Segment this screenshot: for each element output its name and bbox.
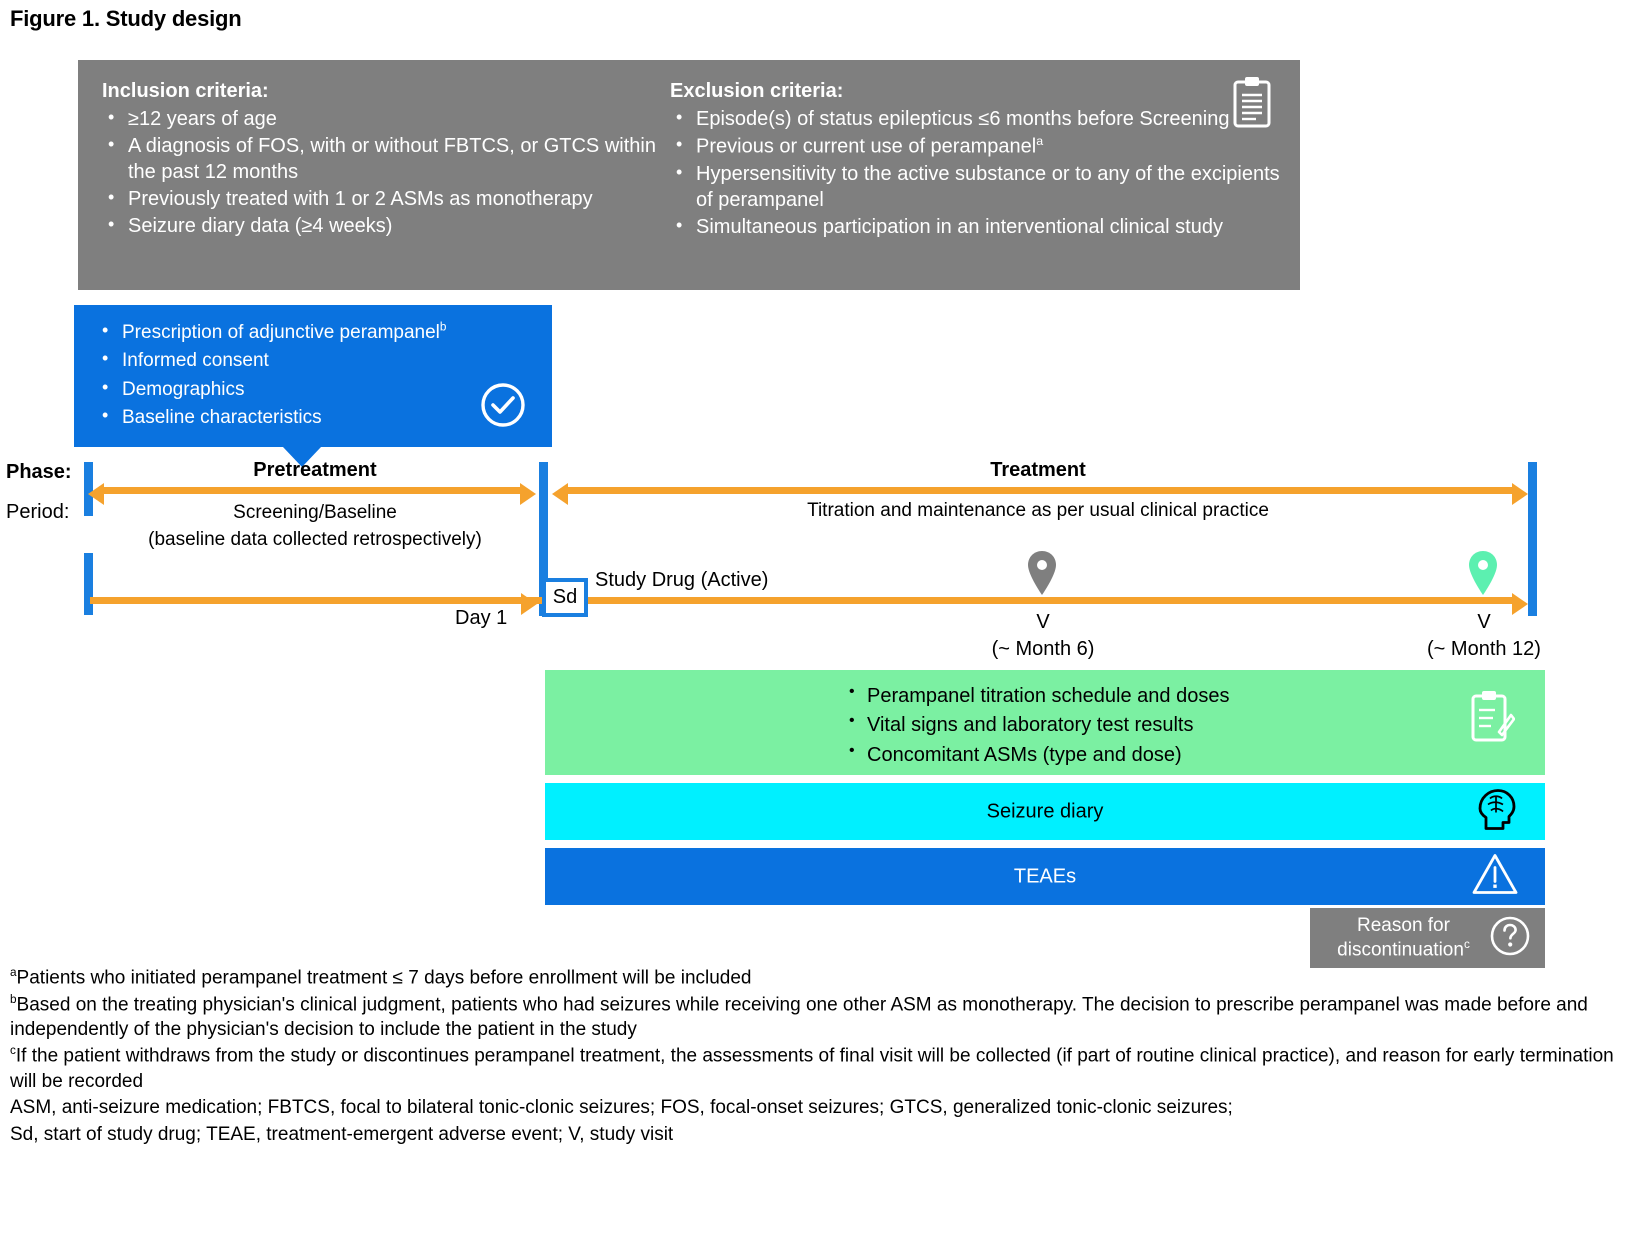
inclusion-criteria-list: ≥12 years of age A diagnosis of FOS, wit… — [102, 105, 662, 239]
timeline-divider-end — [1528, 462, 1537, 616]
reason-for-discontinuation-text: Reason for discontinuationc — [1310, 914, 1489, 962]
footnote-marker: a — [10, 966, 17, 979]
period-row-label: Period: — [6, 501, 70, 523]
pretreatment-arrow-line — [104, 487, 520, 494]
footnote-b: bBased on the treating physician's clini… — [10, 992, 1625, 1043]
baseline-box-pointer — [283, 447, 321, 467]
period-pretreatment: Screening/Baseline (baseline data collec… — [95, 500, 535, 554]
footnote-text: If the patient withdraws from the study … — [10, 1045, 1614, 1093]
timeline-divider-day1 — [539, 462, 548, 616]
exclusion-criteria-heading: Exclusion criteria: — [670, 80, 844, 102]
clipboard-checklist-icon — [1232, 76, 1272, 133]
list-item: Previous or current use of perampanela — [670, 132, 1290, 160]
page-title: Figure 1. Study design — [10, 6, 242, 31]
list-item: Prescription of adjunctive perampanelb — [96, 318, 516, 346]
phase-name-treatment: Treatment — [990, 459, 1086, 481]
exclusion-criteria-block: Exclusion criteria: Episode(s) of status… — [670, 80, 1290, 241]
treatment-arrow-line — [568, 487, 1512, 494]
list-item: Simultaneous participation in an interve… — [670, 213, 1290, 240]
list-item: ≥12 years of age — [102, 105, 662, 132]
study-drug-arrow-head-right — [1512, 593, 1528, 615]
discont-line1: Reason for — [1357, 914, 1450, 936]
footnote-marker-a: a — [1036, 134, 1044, 148]
list-item-text: Episode(s) of status epilepticus ≤6 mont… — [696, 108, 1230, 130]
list-item-text: Previous or current use of perampanel — [696, 135, 1037, 158]
visit-pin-month6-icon — [1026, 550, 1058, 601]
discont-line2-text: discontinuation — [1337, 939, 1464, 961]
day1-label: Day 1 — [455, 607, 508, 629]
visit-pin-month12-icon — [1467, 550, 1499, 601]
clipboard-pen-icon — [1469, 688, 1516, 751]
baseline-assessment-list: Prescription of adjunctive perampanelb I… — [96, 318, 516, 432]
list-item: Seizure diary data (≥4 weeks) — [102, 212, 662, 239]
footnote-marker-b: b — [439, 320, 447, 334]
inclusion-criteria-heading: Inclusion criteria: — [102, 80, 269, 102]
list-item: Baseline characteristics — [96, 403, 516, 431]
study-drug-label: Study Drug (Active) — [595, 569, 769, 591]
footnote-text: Patients who initiated perampanel treatm… — [16, 967, 752, 989]
period-treatment: Titration and maintenance as per usual c… — [807, 500, 1269, 521]
brain-head-icon — [1473, 786, 1519, 837]
list-item-text: Prescription of adjunctive perampanel — [122, 322, 440, 343]
list-item: Vital signs and laboratory test results — [845, 710, 1405, 739]
footnote-a: aPatients who initiated perampanel treat… — [10, 965, 1625, 991]
footnote-marker-c: c — [1463, 937, 1470, 951]
phase-name-pretreatment: Pretreatment — [253, 459, 377, 481]
assessment-bar-teaes: TEAEs — [545, 848, 1545, 905]
list-item-text: Hypersensitivity to the active substance… — [696, 162, 1280, 211]
baseline-assessments-box: Prescription of adjunctive perampanelb I… — [74, 305, 552, 447]
study-drug-arrow-line — [90, 597, 1514, 604]
footnote-marker: b — [10, 992, 17, 1006]
warning-triangle-icon — [1471, 852, 1519, 901]
exclusion-criteria-list: Episode(s) of status epilepticus ≤6 mont… — [670, 105, 1290, 240]
list-item-text: Simultaneous participation in an interve… — [696, 215, 1223, 238]
visit-timing: (~ Month 6) — [991, 638, 1095, 660]
list-item: Episode(s) of status epilepticus ≤6 mont… — [670, 105, 1290, 132]
assessment-bar-label: Seizure diary — [986, 800, 1104, 822]
footnote-marker: c — [10, 1044, 16, 1058]
list-item-text: Informed consent — [122, 350, 269, 372]
sd-marker-box: Sd — [542, 578, 588, 617]
list-item: A diagnosis of FOS, with or without FBTC… — [102, 132, 662, 185]
discont-line2: discontinuationc — [1318, 938, 1489, 962]
list-item: Previously treated with 1 or 2 ASMs as m… — [102, 185, 662, 212]
abbreviations-line-1: ASM, anti-seizure medication; FBTCS, foc… — [10, 1097, 1233, 1119]
study-drug-arrow-head-mid — [521, 593, 537, 615]
reason-for-discontinuation-box: Reason for discontinuationc — [1310, 908, 1545, 968]
pretreatment-arrow-head-left — [88, 483, 104, 505]
list-item: Demographics — [96, 375, 516, 403]
visit-marker: V — [1036, 611, 1050, 633]
visit-label-month12: V (~ Month 12) — [1409, 609, 1559, 663]
visit-timing: (~ Month 12) — [1427, 638, 1541, 660]
check-circle-icon — [480, 382, 526, 433]
list-item: Informed consent — [96, 346, 516, 374]
list-item: Hypersensitivity to the active substance… — [670, 160, 1290, 213]
list-item-text: Demographics — [122, 378, 245, 400]
question-circle-icon — [1489, 915, 1531, 962]
phase-row-label: Phase: — [6, 461, 72, 483]
abbreviations-line-2: Sd, start of study drug; TEAE, treatment… — [10, 1123, 674, 1145]
visit-label-month6: V (~ Month 6) — [968, 609, 1118, 663]
list-item: Perampanel titration schedule and doses — [845, 681, 1405, 710]
assessment-bar-label: TEAEs — [1013, 865, 1077, 887]
footnotes-block: aPatients who initiated perampanel treat… — [10, 965, 1625, 1148]
visit-marker: V — [1477, 611, 1491, 633]
period-pretreatment-line2: (baseline data collected retrospectively… — [148, 528, 482, 550]
pretreatment-arrow-head-right — [520, 483, 536, 505]
treatment-arrow-head-left — [552, 483, 568, 505]
footnote-c: cIf the patient withdraws from the study… — [10, 1043, 1625, 1094]
assessment-bar-clinical: Perampanel titration schedule and doses … — [545, 670, 1545, 775]
footnote-text: Based on the treating physician's clinic… — [10, 993, 1588, 1041]
assessment-bar-seizure-diary: Seizure diary — [545, 783, 1545, 840]
timeline-divider-start-lower — [84, 553, 93, 615]
treatment-arrow-head-right — [1512, 483, 1528, 505]
assessment-list-clinical: Perampanel titration schedule and doses … — [845, 681, 1405, 770]
period-pretreatment-line1: Screening/Baseline — [233, 502, 397, 523]
criteria-band: Inclusion criteria: ≥12 years of age A d… — [78, 60, 1300, 290]
list-item-text: Baseline characteristics — [122, 407, 322, 429]
inclusion-criteria-block: Inclusion criteria: ≥12 years of age A d… — [102, 80, 662, 240]
list-item: Concomitant ASMs (type and dose) — [845, 740, 1405, 769]
